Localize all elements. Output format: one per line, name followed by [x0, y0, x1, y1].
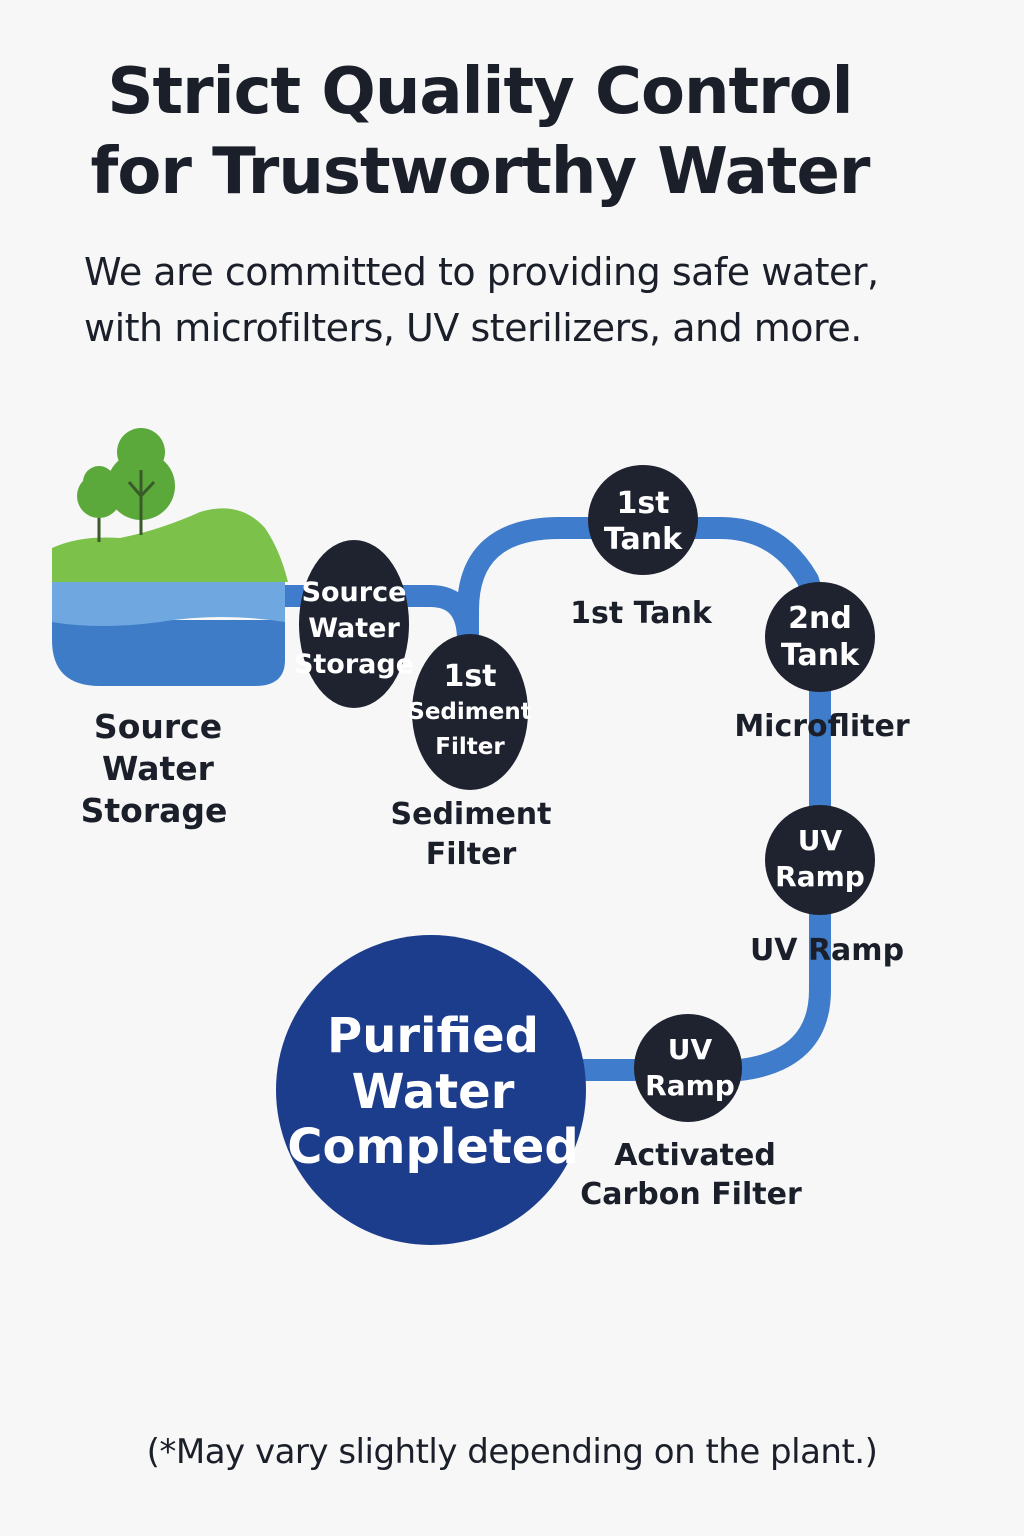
node-sediment-line-3: Filter — [435, 734, 505, 760]
tree-small-top-icon — [83, 466, 115, 498]
label-1st-tank: 1st Tank — [570, 596, 713, 631]
node-tank1-line-2: Tank — [604, 522, 683, 557]
node-final-line-3: Completed — [287, 1119, 578, 1175]
label-source-water-storage: Source Water Storage — [81, 707, 228, 830]
node-final-line-2: Water — [352, 1064, 515, 1120]
node-final-line-1: Purified — [327, 1008, 539, 1064]
pipe-uv1-to-uv2 — [677, 849, 831, 1081]
node-source-line-2: Water — [308, 613, 400, 644]
node-sediment-line-2: Sediment — [408, 699, 531, 725]
node-uv1-shape — [765, 805, 875, 915]
label-carbon-line-1: Activated — [614, 1138, 776, 1173]
node-source-line-3: Storage — [294, 649, 414, 680]
node-source-water-storage: Source Water Storage — [294, 540, 414, 708]
page-title-line-1: Strict Quality Control — [107, 55, 853, 129]
tree-large-branch-left — [127, 481, 143, 497]
node-uv2-line-1: UV — [668, 1033, 713, 1066]
water-dark — [52, 620, 285, 686]
label-source-line-3: Storage — [81, 791, 228, 830]
label-microfliter: Microfliter — [734, 709, 910, 744]
node-uv1-line-1: UV — [798, 824, 843, 857]
node-tank2-line-2: Tank — [781, 638, 860, 673]
label-sediment-line-1: Sediment — [390, 797, 551, 832]
node-purified-water-completed: Purified Water Completed — [276, 935, 586, 1245]
label-sediment-filter: Sediment Filter — [390, 797, 551, 872]
page-subtitle-line-2: with microfilters, UV sterilizers, and m… — [84, 306, 862, 350]
node-2nd-tank: 2nd Tank — [765, 582, 875, 692]
page-subtitle: We are committed to providing safe water… — [84, 244, 984, 356]
node-uv-ramp-1: UV Ramp — [765, 805, 875, 915]
label-activated-carbon-filter: Activated Carbon Filter — [580, 1138, 802, 1212]
footnote: (*May vary slightly depending on the pla… — [146, 1432, 878, 1472]
node-sediment-filter: 1st Sediment Filter — [408, 634, 532, 790]
label-uv-ramp: UV Ramp — [750, 933, 904, 968]
water-source-landscape — [52, 428, 288, 686]
node-uv2-shape — [634, 1014, 742, 1122]
label-source-line-1: Source — [94, 707, 222, 746]
step-labels: Source Water Storage Sediment Filter 1st… — [81, 596, 910, 1212]
page-title: Strict Quality Control for Trustworthy W… — [40, 52, 920, 212]
node-uv2-line-2: Ramp — [645, 1069, 735, 1102]
node-sediment-shape — [412, 634, 528, 790]
node-tank2-line-1: 2nd — [788, 601, 852, 636]
page-title-line-2: for Trustworthy Water — [90, 135, 871, 209]
pipe-tank1-to-tank2 — [632, 517, 831, 631]
page-subtitle-line-1: We are committed to providing safe water… — [84, 250, 879, 294]
tree-large-branch-right — [139, 480, 156, 498]
node-uv1-line-2: Ramp — [775, 860, 865, 893]
grassy-hill — [52, 508, 288, 582]
label-sediment-line-2: Filter — [426, 837, 517, 872]
node-sediment-line-1: 1st — [443, 659, 496, 694]
label-source-line-2: Water — [102, 749, 215, 788]
node-tank1-shape — [588, 465, 698, 575]
node-tank2-shape — [765, 582, 875, 692]
node-final-shape — [276, 935, 586, 1245]
node-source-shape — [299, 540, 409, 708]
node-tank1-line-1: 1st — [616, 486, 669, 521]
label-carbon-line-2: Carbon Filter — [580, 1177, 802, 1212]
node-1st-tank: 1st Tank — [588, 465, 698, 575]
node-source-line-1: Source — [302, 577, 407, 608]
node-uv-ramp-2: UV Ramp — [634, 1014, 742, 1122]
pipe-sediment-to-tank1 — [457, 517, 654, 651]
water-light — [52, 582, 285, 626]
